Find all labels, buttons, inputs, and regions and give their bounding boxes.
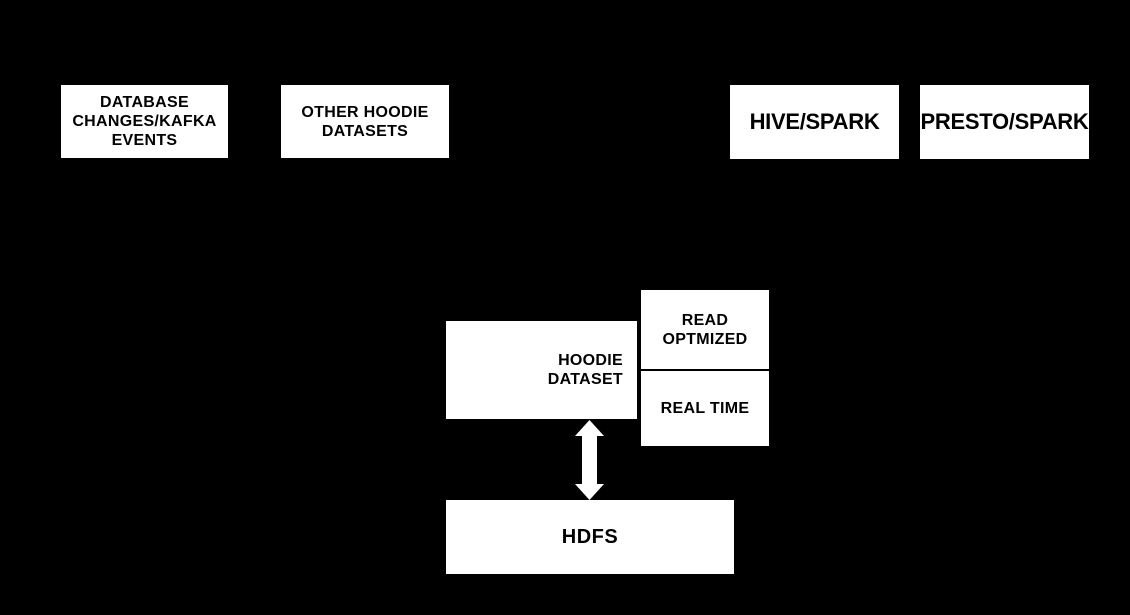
node-label: HDFS: [561, 525, 619, 548]
node-label-line: DATABASE: [100, 94, 189, 111]
node-label-line: READ: [681, 311, 729, 329]
node-label-line: OTHER HOODIE: [301, 103, 429, 121]
node-other-hoodie-datasets: OTHER HOODIE DATASETS: [281, 85, 449, 158]
node-presto-spark: PRESTO/SPARK: [920, 85, 1089, 159]
node-hive-spark: HIVE/SPARK: [730, 85, 899, 159]
node-real-time: REAL TIME: [641, 371, 769, 446]
node-label: HIVE/SPARK: [749, 109, 880, 134]
node-label: PRESTO/SPARK: [920, 109, 1089, 134]
node-label-line: DATASETS: [321, 122, 409, 140]
node-label: REAL TIME: [660, 400, 750, 417]
node-database-changes-kafka-events: DATABASE CHANGES/KAFKA EVENTS: [61, 85, 228, 158]
node-label-line: CHANGES/KAFKA: [72, 113, 217, 130]
node-hoodie-dataset: HOODIE DATASET: [446, 321, 637, 419]
node-label-line: OPTMIZED: [662, 330, 748, 348]
node-hdfs: HDFS: [446, 500, 734, 574]
node-read-optimized: READ OPTMIZED: [641, 290, 769, 369]
node-label-line: DATASET: [547, 371, 623, 388]
node-label-line: HOODIE: [558, 352, 623, 369]
double-arrow-icon: [575, 420, 604, 500]
node-label-line: EVENTS: [111, 132, 178, 149]
